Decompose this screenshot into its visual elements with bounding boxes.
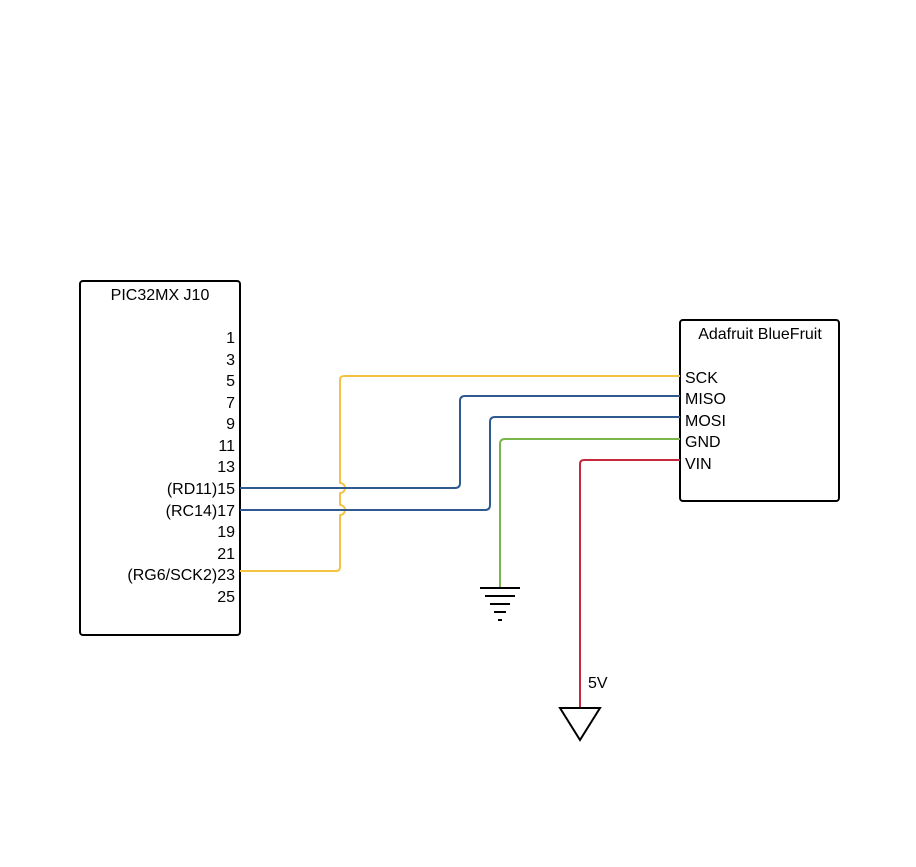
power-supply-triangle [558, 707, 602, 742]
pic-pin-25: 25 [217, 589, 235, 606]
pic-pin-1: 1 [226, 330, 235, 347]
bluefruit-title: Adafruit BlueFruit [698, 326, 822, 343]
mosi-wire [240, 416, 680, 511]
pic32mx-pin-labels: 1 3 5 7 9 11 13 (RD11)15 (RC14)17 19 21 … [127, 330, 235, 606]
bluefruit-pin-miso: MISO [685, 391, 726, 408]
bluefruit-pin-vin: VIN [685, 456, 712, 473]
supply-label-5v: 5V [588, 675, 608, 692]
pic-pin-3: 3 [226, 352, 235, 369]
pic-pin-17-rc14: (RC14)17 [166, 503, 235, 520]
vin-wire [579, 459, 680, 708]
ground-symbol [480, 587, 520, 621]
pic-pin-15-rd11: (RD11)15 [167, 481, 235, 498]
pic-pin-9: 9 [226, 416, 235, 433]
pic32mx-block [79, 280, 241, 636]
miso-wire [240, 395, 680, 489]
bluefruit-pin-gnd: GND [685, 434, 721, 451]
pic-pin-11: 11 [218, 438, 235, 455]
pic-pin-13: 13 [217, 459, 235, 476]
pic-pin-21: 21 [217, 546, 235, 563]
sck-wire [240, 375, 680, 572]
bluefruit-pin-labels: SCK MISO MOSI GND VIN [685, 370, 726, 473]
bluefruit-pin-sck: SCK [685, 370, 718, 387]
gnd-wire [499, 438, 680, 587]
bluefruit-block [679, 319, 840, 502]
pic32mx-title: PIC32MX J10 [111, 287, 210, 304]
bluefruit-pin-mosi: MOSI [685, 413, 726, 430]
pic-pin-23-sck2: (RG6/SCK2)23 [127, 567, 235, 584]
pic-pin-5: 5 [226, 373, 235, 390]
pic-pin-19: 19 [217, 524, 235, 541]
pic-pin-7: 7 [226, 395, 235, 412]
